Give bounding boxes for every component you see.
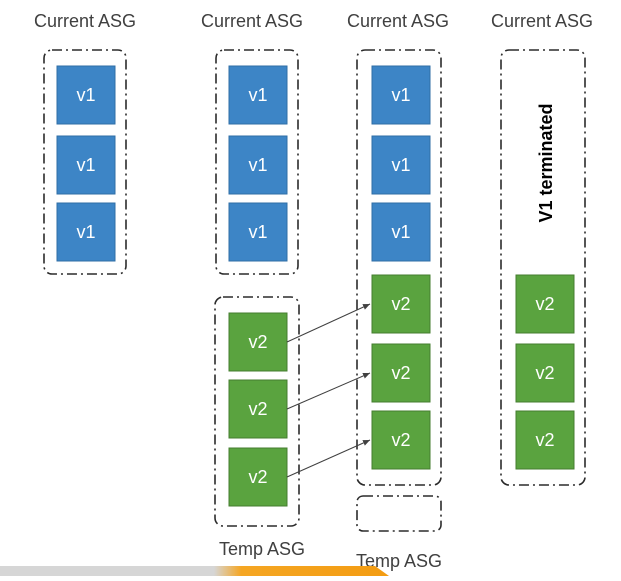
v2-instance-col3-2	[371, 343, 431, 403]
temp-asg-group-col2	[214, 296, 300, 527]
v2-instance-label: v2	[248, 467, 267, 487]
v1-instance-label: v1	[391, 155, 410, 175]
v1-instance-col1-1	[56, 65, 116, 125]
v2-instance-label: v2	[535, 363, 554, 383]
migration-arrow-3	[286, 439, 371, 478]
v1-instance-label: v1	[391, 85, 410, 105]
migration-arrow-1	[286, 303, 371, 343]
v1-instance-label: v1	[248, 222, 267, 242]
v1-instance-col3-2	[371, 135, 431, 195]
current-asg-group-col1	[43, 49, 127, 275]
current-asg-group-col4	[500, 49, 586, 486]
v1-instance-label: v1	[76, 222, 95, 242]
v1-instance-col2-3	[228, 202, 288, 262]
v1-instance-col1-3	[56, 202, 116, 262]
current-asg-group-col2	[215, 49, 299, 275]
temp-asg-label-col2: Temp ASG	[219, 539, 305, 559]
v2-instance-label: v2	[391, 430, 410, 450]
v2-instance-label: v2	[391, 363, 410, 383]
v2-instance-label: v2	[391, 294, 410, 314]
v2-instance-col3-1	[371, 274, 431, 334]
v2-instance-col2-3	[228, 447, 288, 507]
column-1-header: Current ASG	[34, 11, 136, 31]
v1-instance-label: v1	[391, 222, 410, 242]
v1-instance-label: v1	[248, 155, 267, 175]
v1-instance-col3-3	[371, 202, 431, 262]
v2-instance-label: v2	[535, 430, 554, 450]
current-asg-group-col3	[356, 49, 442, 486]
v2-instance-col4-3	[515, 410, 575, 470]
column-4-header: Current ASG	[491, 11, 593, 31]
v2-instance-col4-1	[515, 274, 575, 334]
v2-instance-col4-2	[515, 343, 575, 403]
v1-instance-col1-2	[56, 135, 116, 195]
v1-instance-col2-2	[228, 135, 288, 195]
v1-instance-label: v1	[76, 155, 95, 175]
v2-instance-col3-3	[371, 410, 431, 470]
v1-instance-col3-1	[371, 65, 431, 125]
temp-asg-empty-group-col3	[356, 495, 442, 532]
v2-instance-label: v2	[248, 399, 267, 419]
migration-arrow-2	[286, 372, 371, 410]
v1-instance-col2-1	[228, 65, 288, 125]
v2-instance-col2-1	[228, 312, 288, 372]
bottom-accent-bar	[0, 566, 389, 576]
v1-terminated-label: V1 terminated	[536, 103, 556, 222]
v2-instance-label: v2	[535, 294, 554, 314]
v1-instance-label: v1	[248, 85, 267, 105]
temp-asg-label-col3: Temp ASG	[356, 551, 442, 571]
column-2-header: Current ASG	[201, 11, 303, 31]
v2-instance-label: v2	[248, 332, 267, 352]
v2-instance-col2-2	[228, 379, 288, 439]
column-3-header: Current ASG	[347, 11, 449, 31]
v1-instance-label: v1	[76, 85, 95, 105]
